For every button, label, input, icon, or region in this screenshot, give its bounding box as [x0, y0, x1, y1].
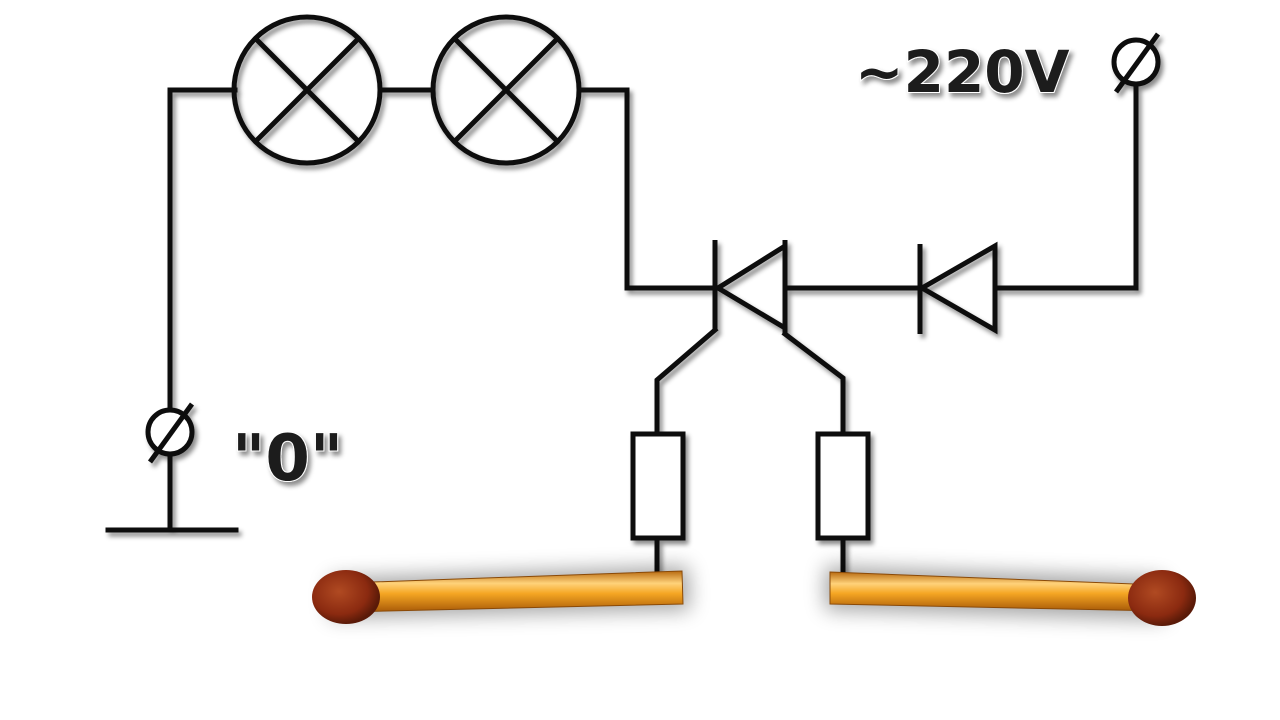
- resistor-right: [815, 431, 871, 541]
- wire-diode-to-supply: [992, 81, 1139, 291]
- wire-electrode-right: [781, 330, 846, 437]
- diode: [916, 241, 998, 335]
- supply-terminal-icon: [1111, 32, 1161, 94]
- lamp-2: [430, 14, 582, 166]
- zero-terminal-icon: [145, 402, 195, 464]
- voltage-label: ~220V: [855, 38, 1070, 106]
- thyristor: [712, 240, 788, 334]
- wire-electrode-left: [654, 326, 719, 437]
- match-right: [825, 566, 1196, 626]
- wire-lamp-to-thyristor: [577, 87, 718, 291]
- match-head-left-icon: [312, 570, 380, 624]
- match-left: [312, 566, 690, 624]
- resistor-left: [630, 431, 686, 541]
- match-head-right-icon: [1128, 570, 1196, 626]
- schematic: [105, 14, 1161, 576]
- wire-left: [167, 87, 238, 413]
- zero-label: "0": [232, 422, 343, 496]
- lamp-1: [231, 14, 383, 166]
